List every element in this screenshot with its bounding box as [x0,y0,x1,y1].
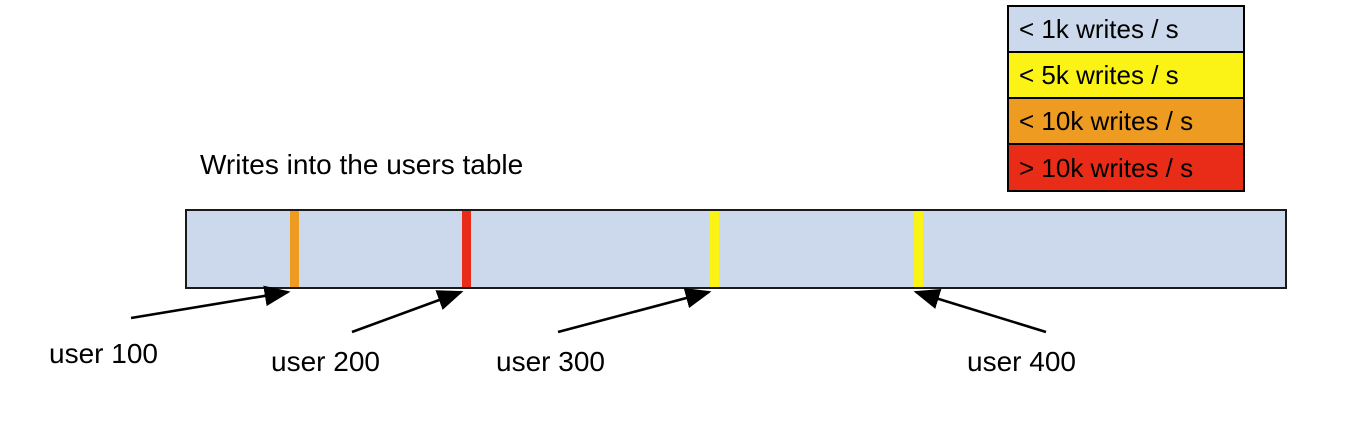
legend-item-lt-10k: < 10k writes / s [1009,99,1243,145]
legend-item-label: < 10k writes / s [1019,106,1194,136]
chart-title: Writes into the users table [200,149,524,180]
marker-user-200 [462,211,471,287]
callout-label-user-300: user 300 [496,346,605,377]
callout-label-user-400: user 400 [967,346,1076,377]
arrow-user-400 [913,288,1047,334]
arrow-user-300 [557,287,712,334]
legend-item-label: < 1k writes / s [1019,14,1179,44]
users-table-band [185,209,1287,289]
legend-item-label: > 10k writes / s [1019,152,1194,183]
arrow-user-100 [130,285,291,320]
legend-item-gt-10k: > 10k writes / s [1009,145,1243,190]
callout-label-user-100: user 100 [49,338,158,369]
arrow-user-200 [351,290,464,334]
marker-user-100 [290,211,299,287]
marker-user-300 [710,211,719,287]
callout-label-user-200: user 200 [271,346,380,377]
legend-item-lt-1k: < 1k writes / s [1009,7,1243,53]
legend: < 1k writes / s < 5k writes / s < 10k wr… [1007,5,1245,192]
marker-user-400 [914,211,923,287]
legend-item-lt-5k: < 5k writes / s [1009,53,1243,99]
legend-item-label: < 5k writes / s [1019,60,1179,90]
